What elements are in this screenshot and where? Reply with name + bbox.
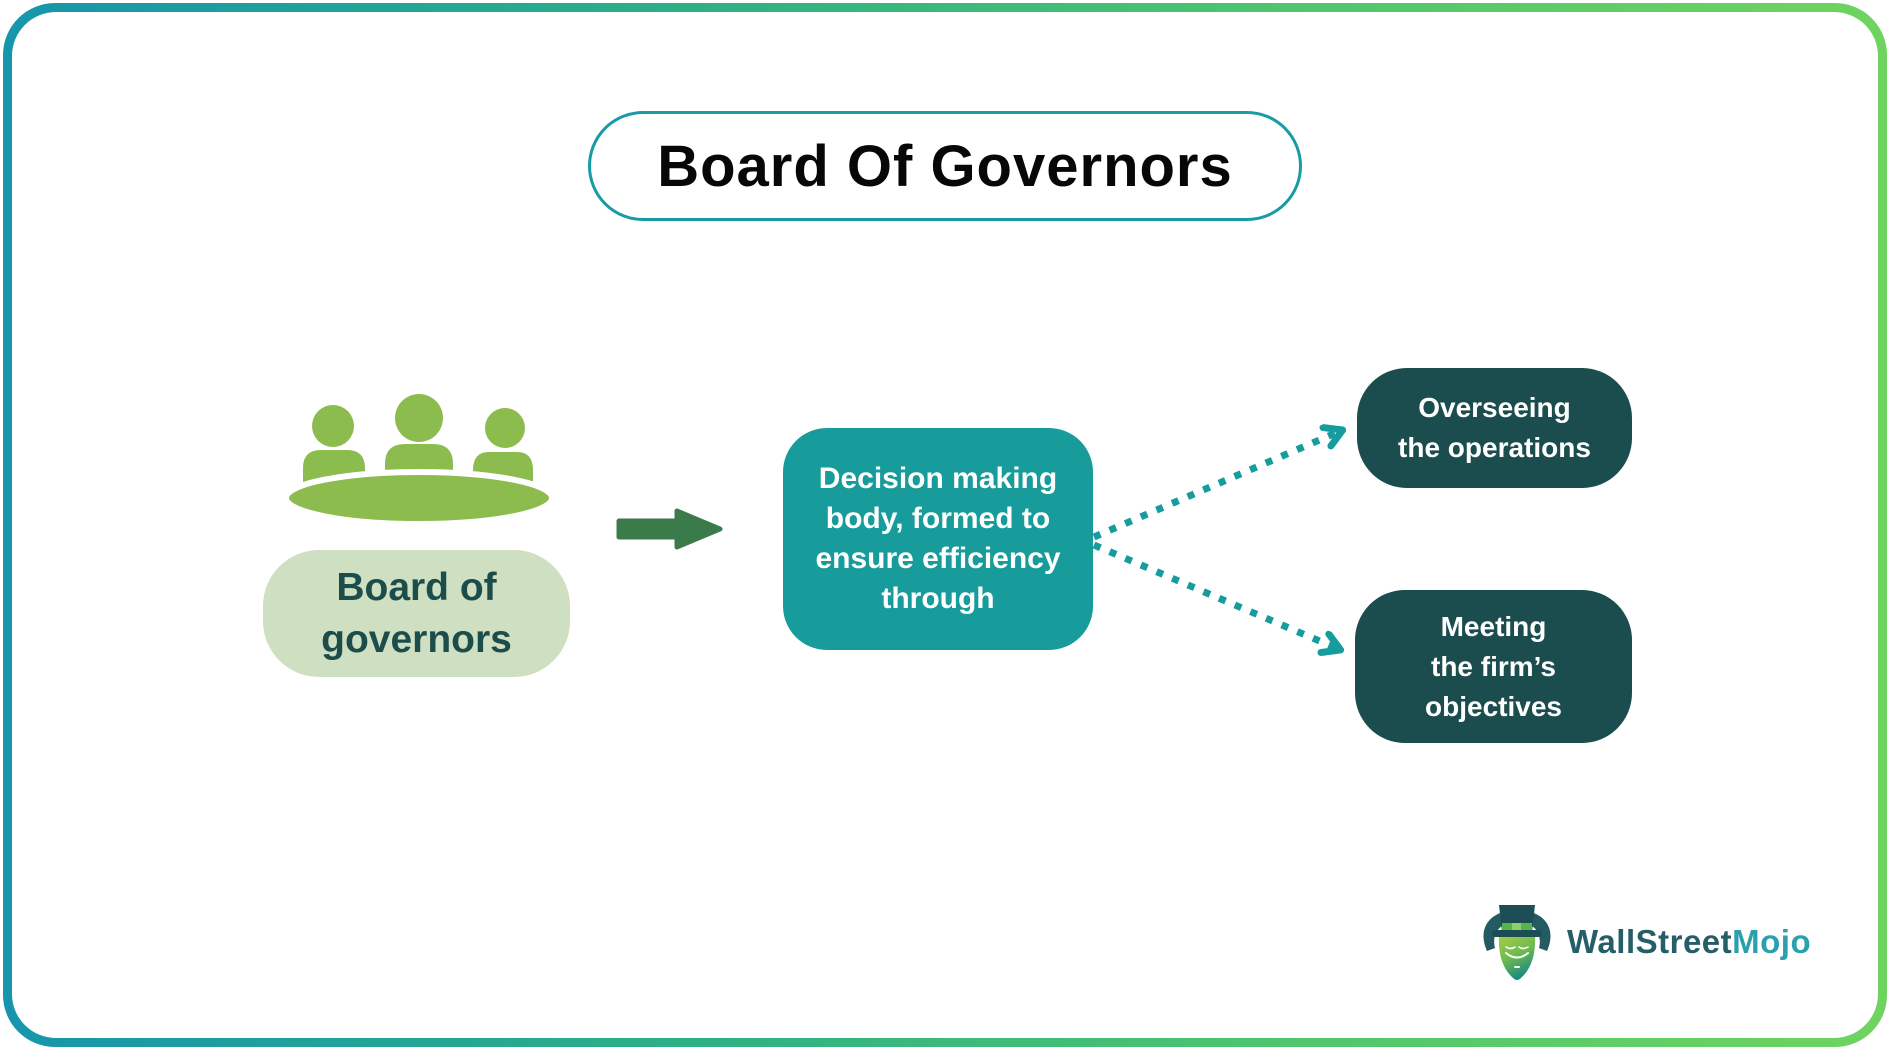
process-line1: Decision making: [818, 462, 1058, 495]
dotted-connector-arrows: [1092, 398, 1370, 673]
outcome-bottom-line1: Meeting: [1440, 610, 1547, 642]
brand-wordmark-dark: WallStreet: [1567, 923, 1733, 960]
source-label: Board of governors: [263, 550, 570, 677]
brand-wordmark: WallStreetMojo: [1567, 923, 1811, 961]
board-meeting-icon: [283, 394, 555, 527]
process-box: Decision making body, formed to ensure e…: [783, 428, 1093, 650]
brand-wordmark-accent: Mojo: [1732, 923, 1812, 960]
connector-to-objectives: [1092, 541, 1336, 648]
outcome-box-overseeing: Overseeing the operations: [1357, 368, 1632, 488]
bull-mascot-icon: [1483, 905, 1551, 980]
source-label-line2: governors: [321, 617, 512, 661]
source-label-line1: Board of: [336, 565, 497, 609]
process-line4: through: [881, 582, 995, 615]
outcome-bottom-line2: the firm’s: [1431, 650, 1556, 682]
page-title: Board Of Governors: [657, 133, 1233, 199]
process-line3: ensure efficiency: [815, 542, 1061, 575]
right-arrow-icon: [616, 508, 723, 550]
brand-logo: WallStreetMojo: [1479, 901, 1811, 983]
outcome-top-line2: the operations: [1398, 432, 1591, 463]
outcome-box-objectives: Meeting the firm’s objectives: [1355, 590, 1632, 743]
outcome-bottom-line3: objectives: [1425, 690, 1562, 722]
title-banner: Board Of Governors: [588, 111, 1302, 221]
connector-to-overseeing: [1092, 432, 1338, 541]
outcome-top-line1: Overseeing: [1418, 392, 1571, 423]
process-line2: body, formed to: [825, 502, 1051, 535]
